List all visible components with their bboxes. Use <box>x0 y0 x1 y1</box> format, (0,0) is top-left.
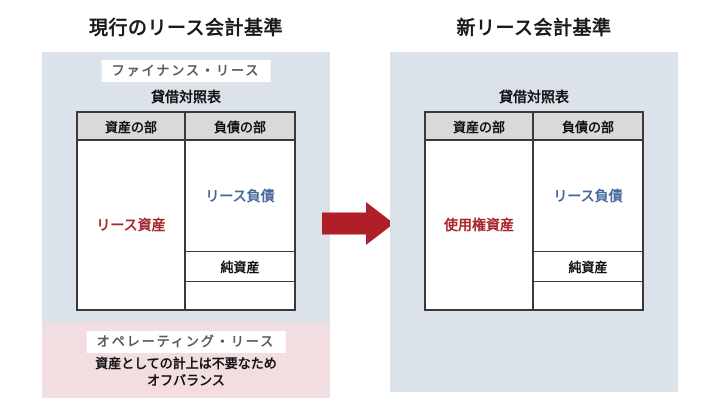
liabilities-header-cell: 負債の部 <box>186 113 294 141</box>
lease-liabilities-cell: リース負債 <box>534 141 642 252</box>
net-assets-cell: 純資産 <box>186 252 294 282</box>
assets-column: 資産の部 リース資産 <box>78 113 186 309</box>
balance-sheet-table-left: 資産の部 リース資産 負債の部 リース負債 純資産 <box>76 111 296 311</box>
assets-header-cell: 資産の部 <box>426 113 532 141</box>
operating-lease-label: オペレーティング・リース <box>86 331 286 353</box>
balance-sheet-table-right: 資産の部 使用権資産 負債の部 リース負債 純資産 <box>424 111 644 311</box>
empty-cell <box>534 282 642 309</box>
liabilities-column: 負債の部 リース負債 純資産 <box>186 113 294 309</box>
right-of-use-assets-cell: 使用権資産 <box>444 217 514 233</box>
balance-sheet-title-right: 貸借対照表 <box>499 89 569 105</box>
assets-header-cell: 資産の部 <box>78 113 184 141</box>
balance-sheet-title-left: 貸借対照表 <box>151 89 221 105</box>
current-standard-panel: ファイナンス・リース 貸借対照表 資産の部 リース資産 負債の部 リース負債 純… <box>42 52 330 322</box>
finance-lease-label: ファイナンス・リース <box>101 60 271 82</box>
lease-liabilities-cell: リース負債 <box>186 141 294 252</box>
right-arrow-icon <box>322 202 394 245</box>
empty-cell <box>186 282 294 309</box>
operating-lease-panel: オペレーティング・リース 資産としての計上は不要なため オフバランス <box>42 322 330 398</box>
off-balance-note: 資産としての計上は不要なため オフバランス <box>42 355 330 389</box>
new-standard-title: 新リース会計基準 <box>456 18 612 39</box>
new-standard-panel: 貸借対照表 資産の部 使用権資産 負債の部 リース負債 純資産 <box>390 52 678 392</box>
off-balance-note-line1: 資産としての計上は不要なため <box>95 356 277 371</box>
liabilities-column: 負債の部 リース負債 純資産 <box>534 113 642 309</box>
off-balance-note-line2: オフバランス <box>147 373 225 388</box>
assets-column: 資産の部 使用権資産 <box>426 113 534 309</box>
current-standard-title: 現行のリース会計基準 <box>88 18 284 39</box>
lease-assets-cell: リース資産 <box>96 217 166 233</box>
liabilities-header-cell: 負債の部 <box>534 113 642 141</box>
net-assets-cell: 純資産 <box>534 252 642 282</box>
